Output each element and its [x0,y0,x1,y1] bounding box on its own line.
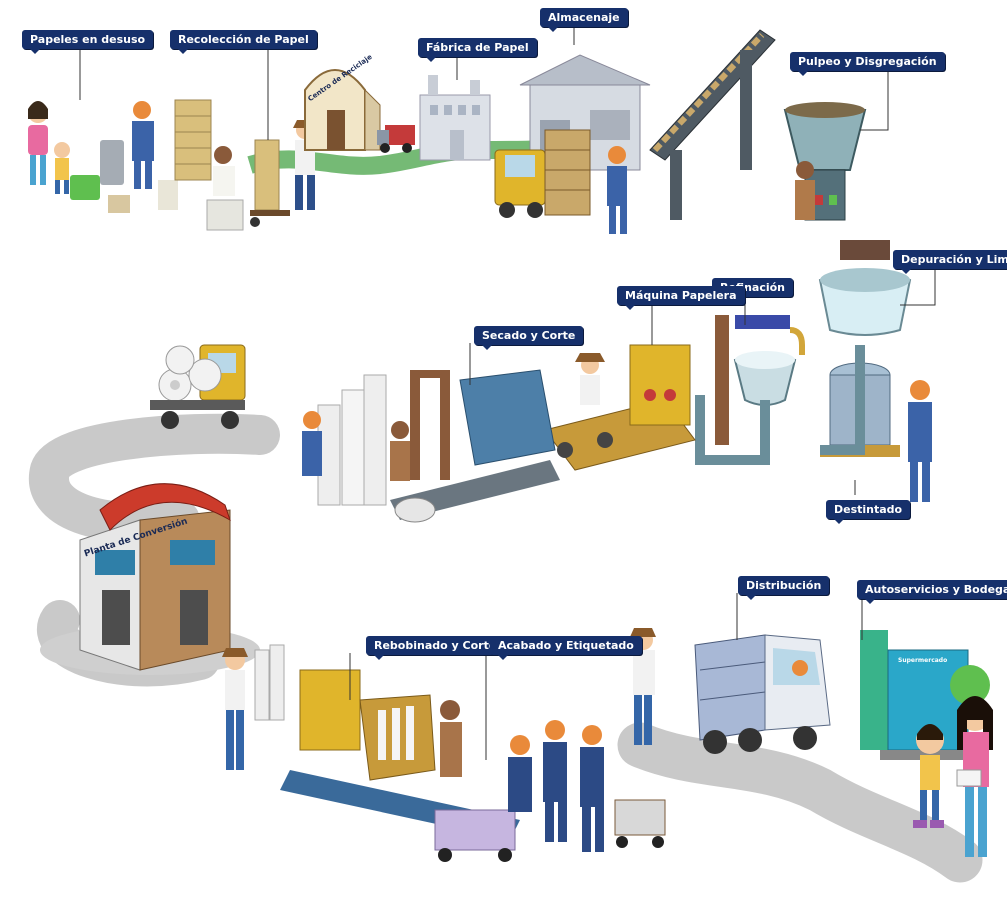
road-bottom-right [617,722,983,883]
conveyor-belt [649,29,776,220]
paper-rolls-stack [302,374,410,506]
label-almacenaje: Almacenaje [540,8,628,32]
label-fabrica-de-papel: Fábrica de Papel [418,38,537,62]
forklift-paper-bales [494,129,627,234]
label-recoleccion-de-papel: Recolección de Papel [170,30,317,54]
paper-factory [419,75,491,161]
label-depuracion-y-limpieza: Depuración y Limpieza [893,250,1007,274]
paper-machine [544,344,696,471]
family-recycling-bins [28,101,178,213]
conversion-plant [79,483,231,671]
distribution-truck [694,634,831,754]
sign-supermercado: Supermercado [898,657,948,664]
dryer-cutter [390,369,560,523]
refining-unit [715,315,805,445]
pipe-2 [695,395,770,465]
paper-stacks-collection [174,99,317,231]
label-pulpeo-y-disgregacion: Pulpeo y Disgregación [790,52,945,76]
label-papeles-en-desuso: Papeles en desuso [22,30,154,54]
deinking-tank [820,362,932,502]
finishing-workers [434,700,666,862]
road-middle [29,413,280,543]
label-secado-y-corte: Secado y Corte [474,326,584,350]
pipe-1 [820,345,865,455]
label-acabado-y-etiquetado: Acabado y Etiquetado [490,636,642,660]
label-rebobinado-y-corte: Rebobinado y Corte [366,636,505,660]
label-maquina-papelera: Máquina Papelera [617,286,745,310]
label-destintado: Destintado [826,500,911,524]
label-distribucion: Distribución [738,576,830,600]
recycling-center-building [304,69,415,153]
leader-lines [79,26,936,760]
family-shoppers [913,696,993,857]
cleaning-tank [818,240,912,336]
label-autoservicios-y-bodegas: Autoservicios y Bodegas [857,580,1007,604]
roll-delivery-truck [150,344,246,429]
pulper-machine [783,102,867,221]
